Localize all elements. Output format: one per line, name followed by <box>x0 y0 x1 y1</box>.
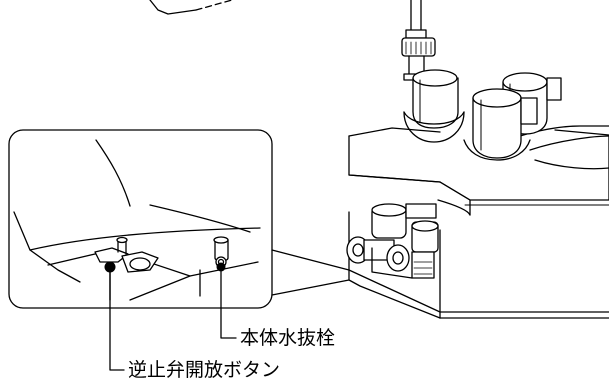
filter-canister-left <box>403 69 465 143</box>
callout-leaders <box>109 267 237 371</box>
partial-object-top <box>149 0 233 15</box>
main-drain-plug-label: 本体水抜栓 <box>240 327 336 349</box>
valve-assembly-body <box>346 203 439 279</box>
filter-canister-front <box>463 88 538 161</box>
supply-pipe <box>401 0 436 81</box>
unit-body <box>348 125 609 319</box>
inset-connector-lines <box>271 249 350 296</box>
detail-inset <box>8 129 273 309</box>
check-valve-button-marker <box>104 261 116 273</box>
check-valve-release-button-label: 逆止弁開放ボタン <box>128 359 281 381</box>
main-drain-plug-marker <box>216 262 226 272</box>
